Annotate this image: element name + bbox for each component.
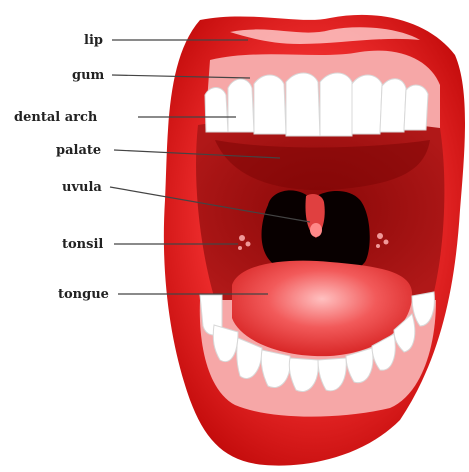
upper-teeth: [205, 73, 428, 136]
label-lip: lip: [84, 33, 103, 48]
label-tongue: tongue: [58, 287, 109, 302]
label-tonsil: tonsil: [62, 237, 103, 252]
label-uvula: uvula: [62, 180, 102, 195]
label-palate: palate: [56, 143, 101, 158]
uvula-tip: [310, 223, 322, 237]
label-dental-arch: dental arch: [14, 110, 98, 125]
label-gum: gum: [72, 68, 105, 83]
